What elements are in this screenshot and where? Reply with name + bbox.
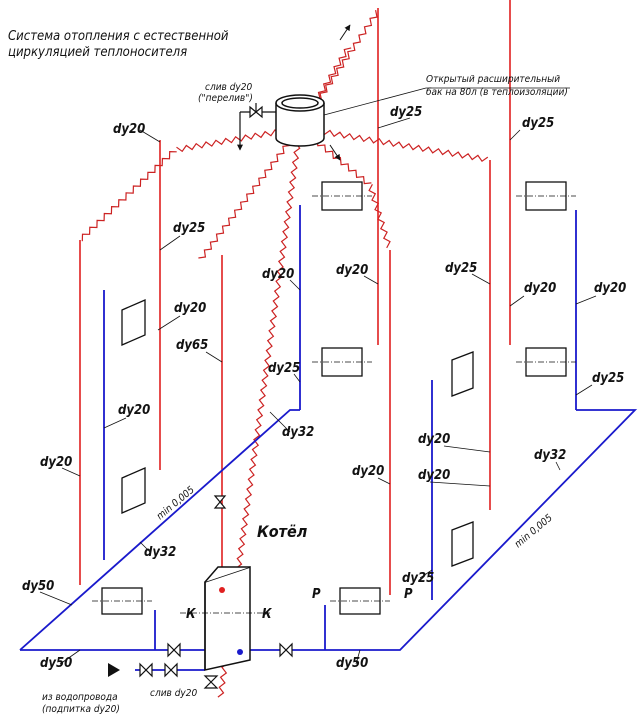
pipe-label: dy20: [40, 455, 72, 470]
pipe-label: dy20: [352, 464, 384, 479]
boiler: [204, 565, 251, 671]
expansion-tank: [275, 94, 325, 147]
pipe-label: dy32: [282, 425, 314, 440]
pipe-label: dy25: [402, 571, 434, 586]
tank-label-1: Открытый расширительный: [426, 74, 560, 85]
pipe-label: dy25: [592, 371, 624, 386]
slope-label-left: min 0,005: [155, 484, 197, 522]
pipe-label: dy20: [418, 468, 450, 483]
radiator: [451, 351, 474, 397]
boiler-port-right: К: [262, 607, 273, 622]
water-supply-label-1: из водопровода: [42, 692, 118, 703]
drain-label: слив dy20: [150, 688, 197, 699]
boiler-supply-port: [219, 587, 225, 593]
pipe-label: dy20: [336, 263, 368, 278]
pipe-label: dy20: [524, 281, 556, 296]
pipe-label: dy25: [390, 105, 422, 120]
pipe-label: dy25: [173, 221, 205, 236]
pipe-label: dy20: [262, 267, 294, 282]
radiator-axes: [92, 195, 576, 602]
pipe-label: dy20: [113, 122, 145, 137]
pipe-label: dy25: [268, 361, 300, 376]
pipe-label: dy65: [176, 338, 208, 353]
pipe-label: dy50: [22, 579, 54, 594]
radiator: [451, 521, 474, 567]
overflow-label-2: ("перелив"): [198, 93, 253, 104]
tank-label-2: бак на 80л (в теплоизоляции): [426, 86, 568, 98]
pipe-label: dy50: [336, 656, 368, 671]
valve-letter-left: P: [312, 587, 321, 602]
boiler-label: Котёл: [257, 522, 308, 541]
pipe-labels: dy20 dy25 dy25 dy25 dy20 dy20 dy25 dy20 …: [22, 105, 626, 671]
title-line-1: Система отопления с естественной: [8, 29, 229, 44]
overflow-label-1: слив dy20: [205, 82, 252, 93]
pipe-label: dy20: [418, 432, 450, 447]
pipe-label: dy32: [144, 545, 176, 560]
pipe-label: dy25: [522, 116, 554, 131]
pipe-label: dy20: [118, 403, 150, 418]
title-line-2: циркуляцией теплоносителя: [8, 45, 187, 60]
radiator: [121, 299, 146, 346]
label-leaders: [39, 117, 597, 665]
slope-label-right: min 0,005: [513, 512, 555, 550]
overflow-valve[interactable]: [239, 103, 276, 148]
supply-arrow-icon: [108, 663, 120, 677]
valves[interactable]: [139, 495, 293, 689]
water-supply-label-2: (подпитка dy20): [42, 704, 120, 715]
boiler-port-left: К: [186, 607, 197, 622]
boiler-return-port: [237, 649, 243, 655]
pipe-label: dy50: [40, 656, 72, 671]
valve-letter-right: P: [404, 587, 413, 602]
pipe-label: dy20: [594, 281, 626, 296]
radiator: [121, 467, 146, 514]
pipe-label: dy32: [534, 448, 566, 463]
flow-arrows: [237, 24, 351, 161]
pipe-label: dy25: [445, 261, 477, 276]
pipe-label: dy20: [174, 301, 206, 316]
